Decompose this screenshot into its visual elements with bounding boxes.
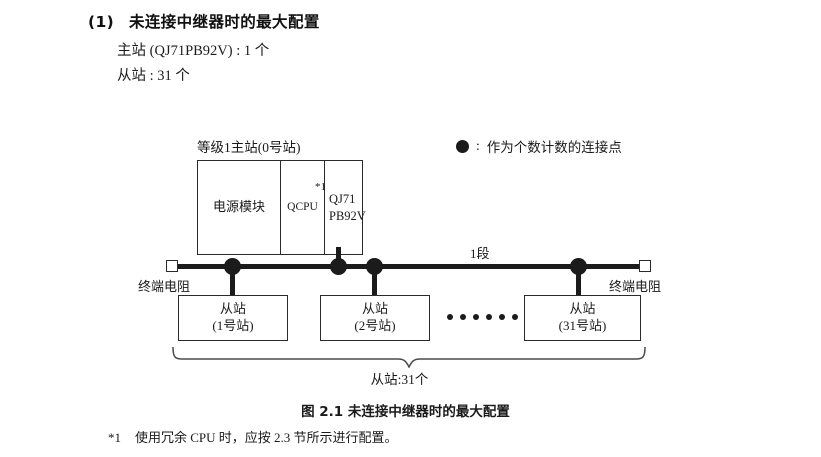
module-qj71pb92v-line2: PB92V (329, 208, 366, 223)
slave-station-2-line2: (2号站) (354, 318, 396, 333)
slave-count-label: 从站:31个 (370, 372, 429, 387)
legend-colon: : (476, 138, 480, 153)
module-qcpu-footnote-mark: *1 (315, 181, 326, 193)
slave-count-brace-icon (172, 346, 646, 368)
footnote: *1 使用冗余 CPU 时，应按 2.3 节所示进行配置。 (108, 427, 398, 446)
section-line-slave: 从站 : 31 个 (117, 68, 190, 84)
slave-station-1-line2: (1号站) (212, 318, 254, 333)
bus-segment-label: 1段 (470, 246, 490, 261)
terminator-right-label: 终端电阻 (609, 279, 662, 294)
footnote-mark: *1 (108, 430, 121, 445)
node-master (330, 258, 347, 275)
slave-station-31: 从站 (31号站) (524, 295, 641, 341)
master-drop-line (336, 247, 341, 267)
module-power-supply: 电源模块 (198, 161, 280, 254)
slave-station-31-line1: 从站 (569, 301, 596, 317)
terminator-left-label: 终端电阻 (138, 279, 191, 294)
slave-station-1: 从站 (1号站) (178, 295, 288, 341)
module-power-supply-label: 电源模块 (212, 199, 265, 215)
footnote-text: 使用冗余 CPU 时，应按 2.3 节所示进行配置。 (135, 430, 398, 445)
drop-line-slave-2 (372, 265, 377, 297)
module-qj71pb92v-line1: QJ71 (329, 192, 356, 207)
slave-station-2: 从站 (2号站) (320, 295, 430, 341)
slave-ellipsis-icon (447, 314, 518, 320)
section-number: (1) (88, 13, 115, 31)
figure-caption: 图 2.1 未连接中继器时的最大配置 (301, 404, 510, 420)
terminator-left-icon (166, 260, 178, 272)
legend-label: 作为个数计数的连接点 (486, 140, 622, 155)
connection-point-dot-icon (456, 139, 469, 153)
terminator-right-icon (639, 260, 651, 272)
slave-station-2-line1: 从站 (361, 301, 388, 317)
slave-station-31-line2: (31号站) (558, 318, 607, 333)
bus-trunk-line (172, 264, 645, 269)
module-qcpu-label: QCPU (287, 201, 318, 214)
legend: : 作为个数计数的连接点 (456, 136, 622, 156)
module-qcpu: QCPU *1 (280, 161, 326, 254)
section-title: (1) 未连接中继器时的最大配置 (88, 10, 320, 32)
master-station-caption: 等级1主站(0号站) (197, 140, 301, 155)
section-title-text: 未连接中继器时的最大配置 (128, 13, 320, 31)
drop-line-slave-31 (576, 265, 581, 297)
slave-station-1-line1: 从站 (219, 301, 246, 317)
section-line-master: 主站 (QJ71PB92V) : 1 个 (117, 43, 270, 59)
drop-line-slave-1 (230, 265, 235, 297)
